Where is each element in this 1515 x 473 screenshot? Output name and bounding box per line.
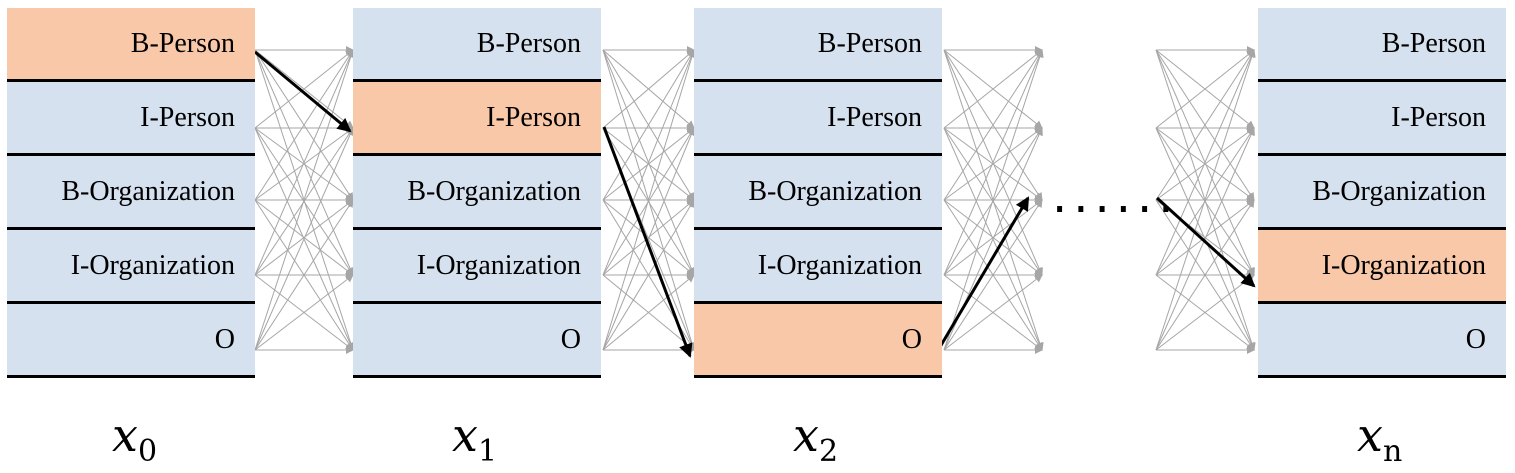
tag-label: I-Person: [827, 101, 922, 133]
tag-column-x2: B-Person I-Person B-Organization I-Organ…: [694, 8, 942, 378]
tag-column-x1: B-Person I-Person B-Organization I-Organ…: [353, 8, 601, 378]
cell-b-organization: B-Organization: [7, 156, 255, 230]
transition-edge: [602, 127, 695, 201]
transition-edge: [1155, 199, 1255, 351]
tag-label: I-Person: [140, 101, 235, 133]
tag-label: O: [901, 323, 922, 355]
column-label-x0: x0: [112, 408, 157, 469]
transition-edge: [602, 199, 695, 276]
best-path-edge: [1155, 196, 1256, 288]
tag-label: B-Person: [476, 27, 581, 59]
cell-i-organization: I-Organization: [7, 230, 255, 304]
tag-label: I-Organization: [1321, 249, 1486, 281]
cell-o: O: [1258, 304, 1506, 378]
best-path-edge: [602, 126, 693, 358]
tag-label: B-Organization: [61, 175, 235, 207]
transition-edge: [254, 49, 354, 129]
transition-edge: [254, 199, 354, 276]
variable-symbol: x: [452, 408, 478, 462]
ellipsis: ......: [1052, 168, 1180, 224]
variable-subscript: 2: [818, 434, 839, 470]
transition-edge: [943, 49, 1044, 351]
tag-label: B-Organization: [1312, 175, 1486, 207]
cell-i-organization: I-Organization: [353, 230, 601, 304]
transition-edge: [602, 49, 696, 276]
transition-edge: [943, 49, 1043, 129]
tag-label: O: [214, 323, 235, 355]
cell-o: O: [7, 304, 255, 378]
tag-label: I-Person: [486, 101, 581, 133]
cell-b-organization: B-Organization: [1258, 156, 1506, 230]
tag-label: O: [560, 323, 581, 355]
transition-edge: [943, 127, 1043, 201]
variable-symbol: x: [793, 408, 819, 462]
tag-label: I-Organization: [416, 249, 581, 281]
transition-edge: [943, 199, 1043, 276]
cell-o: O: [353, 304, 601, 378]
column-label-xn: xn: [1357, 408, 1402, 469]
cell-b-person: B-Person: [694, 8, 942, 82]
tag-label: O: [1465, 323, 1486, 355]
tag-column-xn: B-Person I-Person B-Organization I-Organ…: [1258, 8, 1506, 378]
transition-edge: [602, 127, 696, 351]
cell-i-person: I-Person: [1258, 82, 1506, 156]
transition-edge: [943, 274, 1043, 351]
transition-edge: [1155, 49, 1255, 276]
transition-edge: [254, 49, 355, 351]
transition-edge: [602, 274, 695, 351]
cell-i-person: I-Person: [694, 82, 942, 156]
tag-label: B-Person: [1381, 27, 1486, 59]
cell-o: O: [694, 304, 942, 378]
transition-edge: [602, 49, 696, 351]
transition-edge: [1155, 274, 1255, 351]
transition-edge: [943, 199, 1043, 351]
cell-i-person: I-Person: [7, 82, 255, 156]
transition-edge: [1155, 49, 1256, 351]
tag-label: B-Organization: [748, 175, 922, 207]
transition-edge: [1155, 199, 1255, 276]
column-label-x2: x2: [793, 408, 838, 469]
cell-b-person: B-Person: [1258, 8, 1506, 82]
tag-label: I-Organization: [757, 249, 922, 281]
cell-b-organization: B-Organization: [353, 156, 601, 230]
cell-i-person: I-Person: [353, 82, 601, 156]
variable-subscript: 1: [477, 434, 498, 470]
transition-edge: [254, 127, 354, 351]
transition-edge: [1155, 49, 1255, 129]
column-label-x1: x1: [452, 408, 497, 469]
tag-label: I-Organization: [70, 249, 235, 281]
transition-edge: [602, 199, 695, 351]
transition-edge: [254, 127, 354, 201]
best-path-edge: [254, 50, 352, 133]
tag-label: B-Organization: [407, 175, 581, 207]
best-path-edge: [938, 196, 1030, 348]
variable-subscript: n: [1382, 434, 1403, 470]
variable-subscript: 0: [137, 434, 158, 470]
cell-i-organization: I-Organization: [694, 230, 942, 304]
tag-label: B-Person: [817, 27, 922, 59]
transition-edge: [254, 274, 354, 351]
cell-b-person: B-Person: [353, 8, 601, 82]
tag-column-x0: B-Person I-Person B-Organization I-Organ…: [7, 8, 255, 378]
variable-symbol: x: [112, 408, 138, 462]
transition-edge: [602, 49, 695, 129]
transition-edge: [1155, 127, 1255, 351]
transition-edge: [254, 199, 354, 351]
transition-edge: [1155, 127, 1255, 201]
cell-i-organization: I-Organization: [1258, 230, 1506, 304]
transition-edge: [254, 49, 354, 276]
transition-edge: [943, 49, 1043, 201]
variable-symbol: x: [1357, 408, 1383, 462]
tag-label: I-Person: [1391, 101, 1486, 133]
transition-edge: [254, 49, 354, 201]
transition-edge: [602, 49, 695, 201]
tag-label: B-Person: [130, 27, 235, 59]
cell-b-person: B-Person: [7, 8, 255, 82]
transition-edge: [943, 49, 1043, 276]
cell-b-organization: B-Organization: [694, 156, 942, 230]
transition-edge: [1155, 49, 1255, 201]
